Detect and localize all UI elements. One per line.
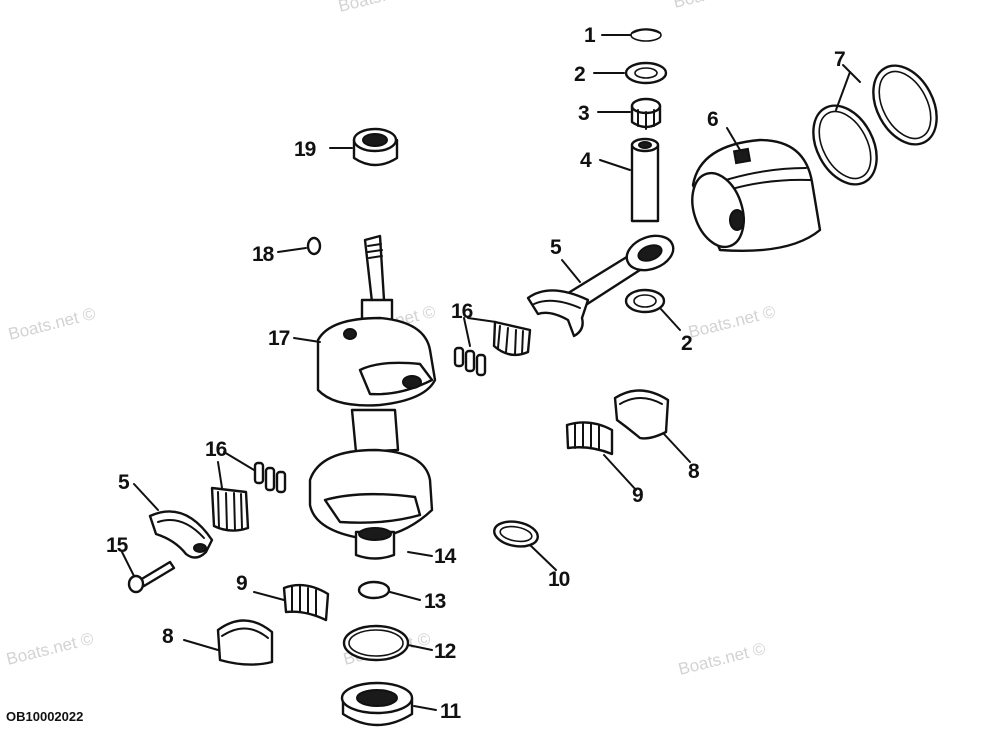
part-8-main-bearing-upper-right[interactable] [613,389,670,440]
part-16-bearing-cage-lower[interactable] [210,461,287,532]
label-5-upper: 5 [550,236,562,259]
label-5-lower: 5 [118,471,130,494]
part-17-crankshaft[interactable] [308,234,437,560]
label-2-top: 2 [574,63,585,86]
part-8-main-bearing-lower[interactable] [216,619,274,666]
part-12-o-ring[interactable] [342,624,410,662]
part-9-bearing-upper-right[interactable] [565,421,614,456]
part-6-piston[interactable] [683,138,822,254]
watermark: Boats.net © [671,0,762,12]
label-15: 15 [106,534,129,557]
part-15-rod-screw[interactable] [127,560,176,594]
label-6: 6 [707,108,718,131]
watermark: Boats.net © [6,304,97,344]
part-4-wrist-pin[interactable] [630,137,660,223]
watermark: Boats.net © [4,629,95,669]
part-2-thrust-washer-top[interactable] [624,61,668,85]
part-9-bearing-lower[interactable] [282,583,330,622]
label-10: 10 [548,568,570,591]
part-5-rod-cap[interactable] [148,510,214,559]
watermark: Boats.net © [676,639,767,679]
part-11-seal[interactable] [340,681,414,727]
label-18: 18 [252,243,275,266]
label-8-lower: 8 [162,625,174,648]
part-19-bearing[interactable] [352,127,399,167]
label-7: 7 [834,48,845,71]
label-19: 19 [294,138,316,161]
label-1: 1 [584,24,596,47]
label-12: 12 [434,640,456,663]
label-11: 11 [440,700,462,723]
label-4: 4 [580,149,592,172]
part-7-piston-rings[interactable] [801,55,950,195]
label-2-lower: 2 [681,332,692,355]
part-18-key[interactable] [306,236,322,256]
leader-lines [121,34,861,711]
part-13-o-ring[interactable] [357,580,391,600]
label-9-upper: 9 [632,484,643,507]
label-8-upper: 8 [688,460,700,483]
label-16-lower: 16 [205,438,227,461]
label-9-lower: 9 [236,572,247,595]
label-13: 13 [424,590,446,613]
part-2-thrust-washer-lower[interactable] [624,288,666,314]
callout-labels: 1 2 3 4 6 7 5 2 19 18 17 16 16 5 15 8 9 … [106,24,846,723]
part-10-retaining-ring[interactable] [492,518,539,549]
part-5-connecting-rod[interactable] [526,230,678,338]
part-1-retaining-ring[interactable] [630,28,662,42]
label-17: 17 [268,327,290,350]
label-3: 3 [578,102,589,125]
part-3-needle-bearing[interactable] [630,97,662,130]
watermark: Boats.net © [336,0,427,16]
label-14: 14 [434,545,457,568]
watermark: Boats.net © [686,302,777,342]
diagram-code: OB10002022 [6,709,83,724]
part-16-bearing-cage-upper[interactable] [453,320,532,377]
label-16-upper: 16 [451,300,473,323]
